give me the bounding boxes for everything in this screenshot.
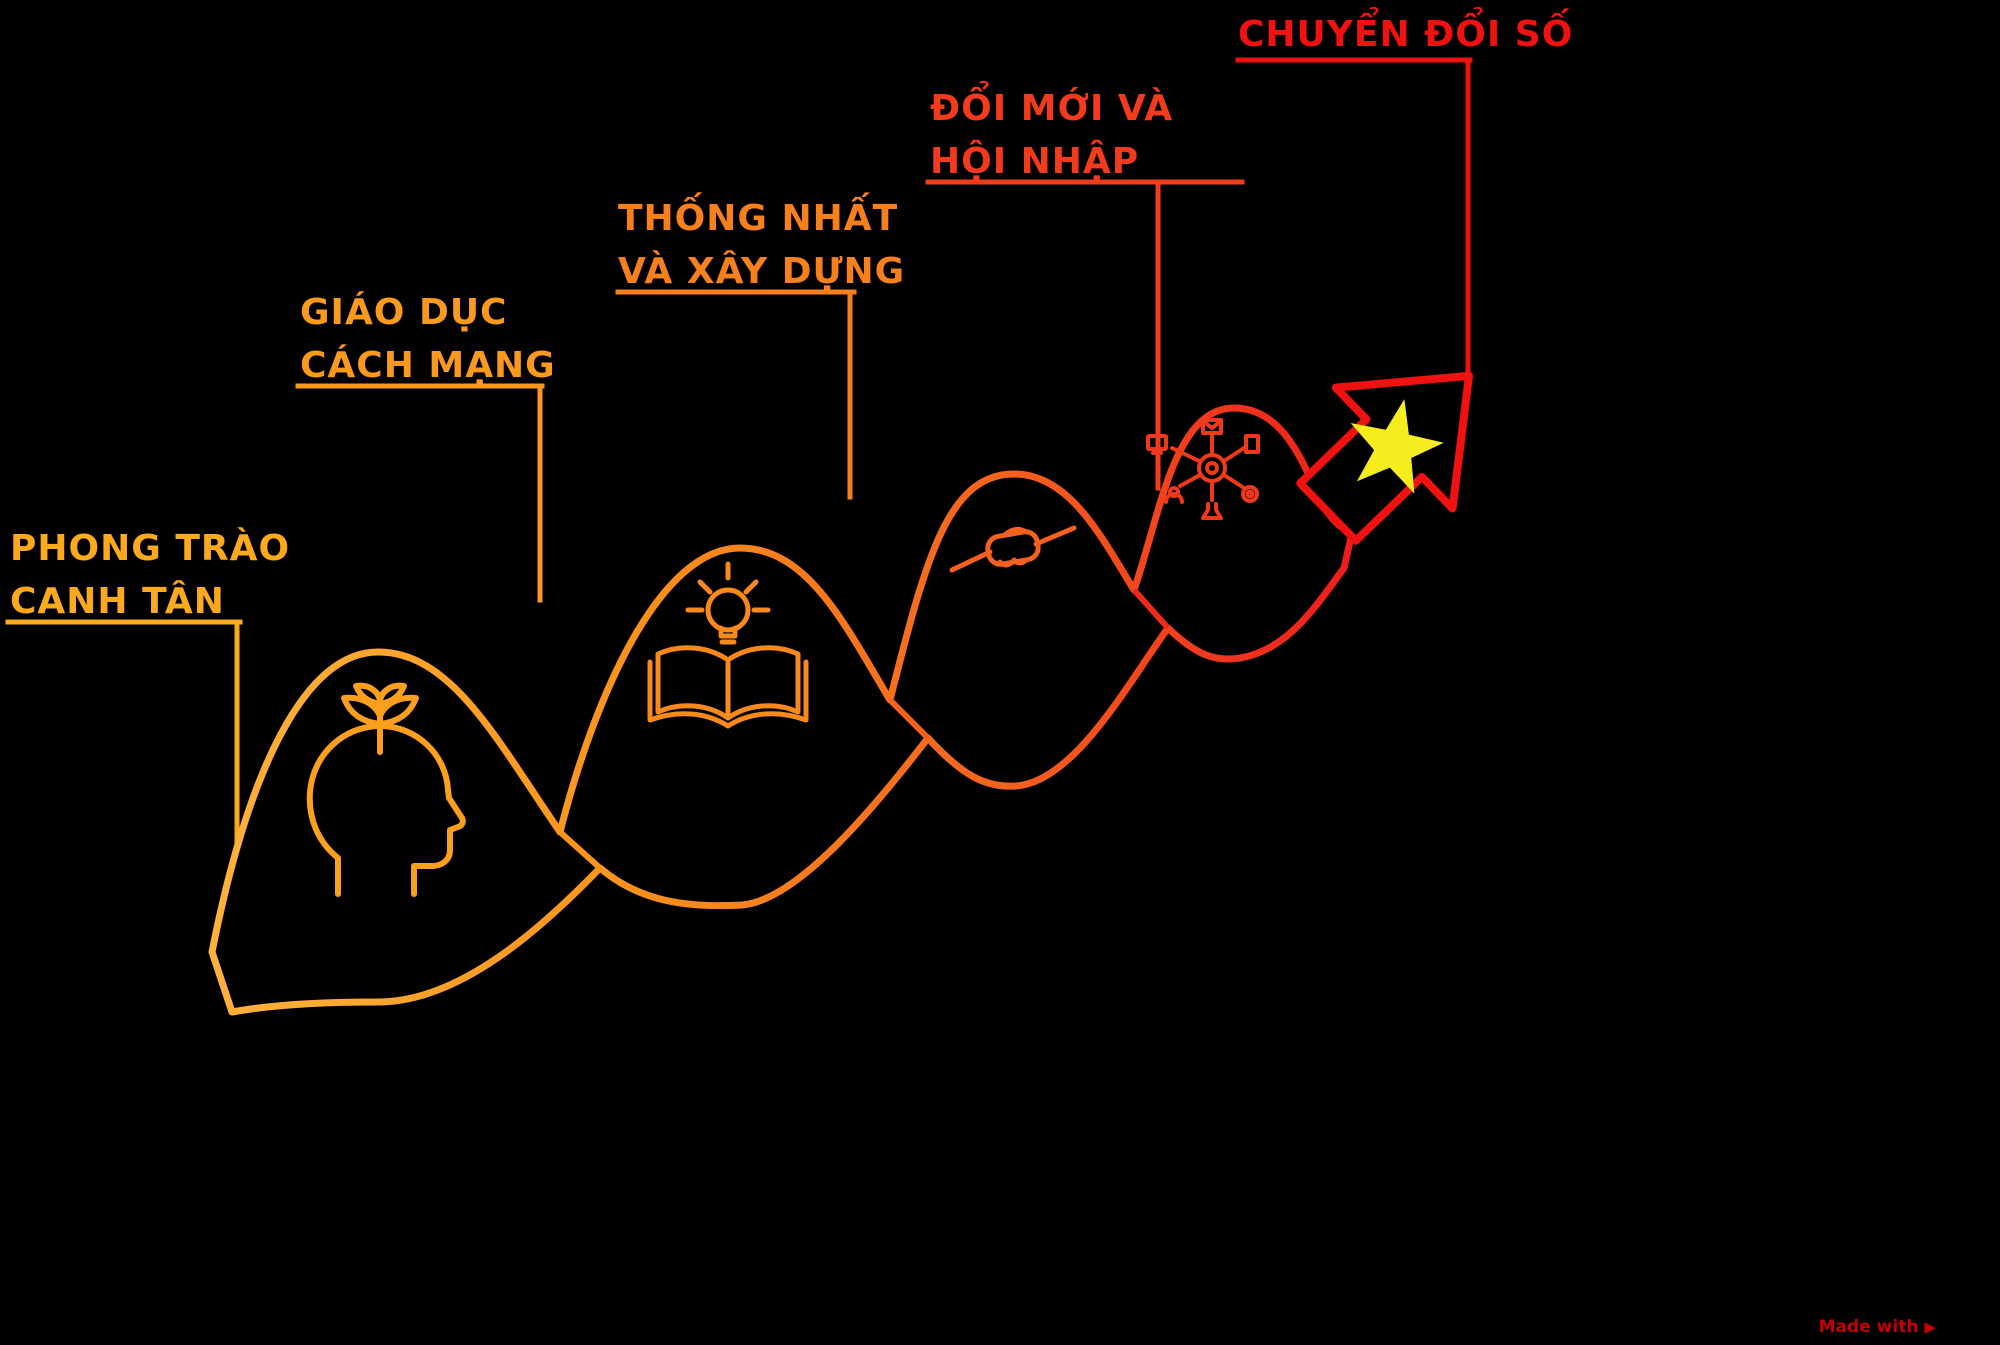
timeline-ribbon xyxy=(208,404,1356,1016)
watermark: Made with ▶ xyxy=(1819,1317,1936,1337)
joined-hands-icon xyxy=(949,525,1077,573)
stage-5-label-line1: CHUYỂN ĐỔI SỐ xyxy=(1238,14,1574,55)
watermark-logo-icon: ▶ xyxy=(1924,1317,1936,1336)
digital-network-icon xyxy=(1146,418,1260,520)
stage-3-label-line2: VÀ XÂY DỰNG xyxy=(618,251,906,292)
book-lightbulb-icon xyxy=(647,561,809,729)
head-sprout-icon xyxy=(306,682,466,897)
stage-4-label: ĐỔI MỚI VÀ HỘI NHẬP xyxy=(930,82,1173,188)
stage-2-label: GIÁO DỤC CÁCH MẠNG xyxy=(300,286,556,392)
stage-1-label: PHONG TRÀO CANH TÂN xyxy=(10,522,290,628)
stage-2-label-line1: GIÁO DỤC xyxy=(300,292,508,333)
stage-3-label: THỐNG NHẤT VÀ XÂY DỰNG xyxy=(618,192,905,298)
ribbon-fold-2 xyxy=(887,697,931,741)
stage-4-label-line1: ĐỔI MỚI VÀ xyxy=(930,88,1174,129)
stage-1-connector xyxy=(5,619,243,935)
stage-5-connector xyxy=(1235,57,1473,375)
watermark-text: Made with xyxy=(1818,1317,1919,1337)
star-icon xyxy=(1350,399,1444,494)
stage-2-connector xyxy=(295,383,545,603)
stage-1-label-line1: PHONG TRÀO xyxy=(10,528,291,569)
stage-3-label-line1: THỐNG NHẤT xyxy=(618,198,899,239)
stage-4-label-line2: HỘI NHẬP xyxy=(930,141,1140,182)
ribbon-fold-3 xyxy=(1131,587,1171,631)
ribbon-fold-1 xyxy=(557,829,603,871)
stage-3-connector xyxy=(615,289,857,500)
stage-5-label: CHUYỂN ĐỔI SỐ xyxy=(1238,8,1573,61)
stage-2-label-line2: CÁCH MẠNG xyxy=(300,345,556,386)
stage-1-label-line2: CANH TÂN xyxy=(10,581,225,622)
